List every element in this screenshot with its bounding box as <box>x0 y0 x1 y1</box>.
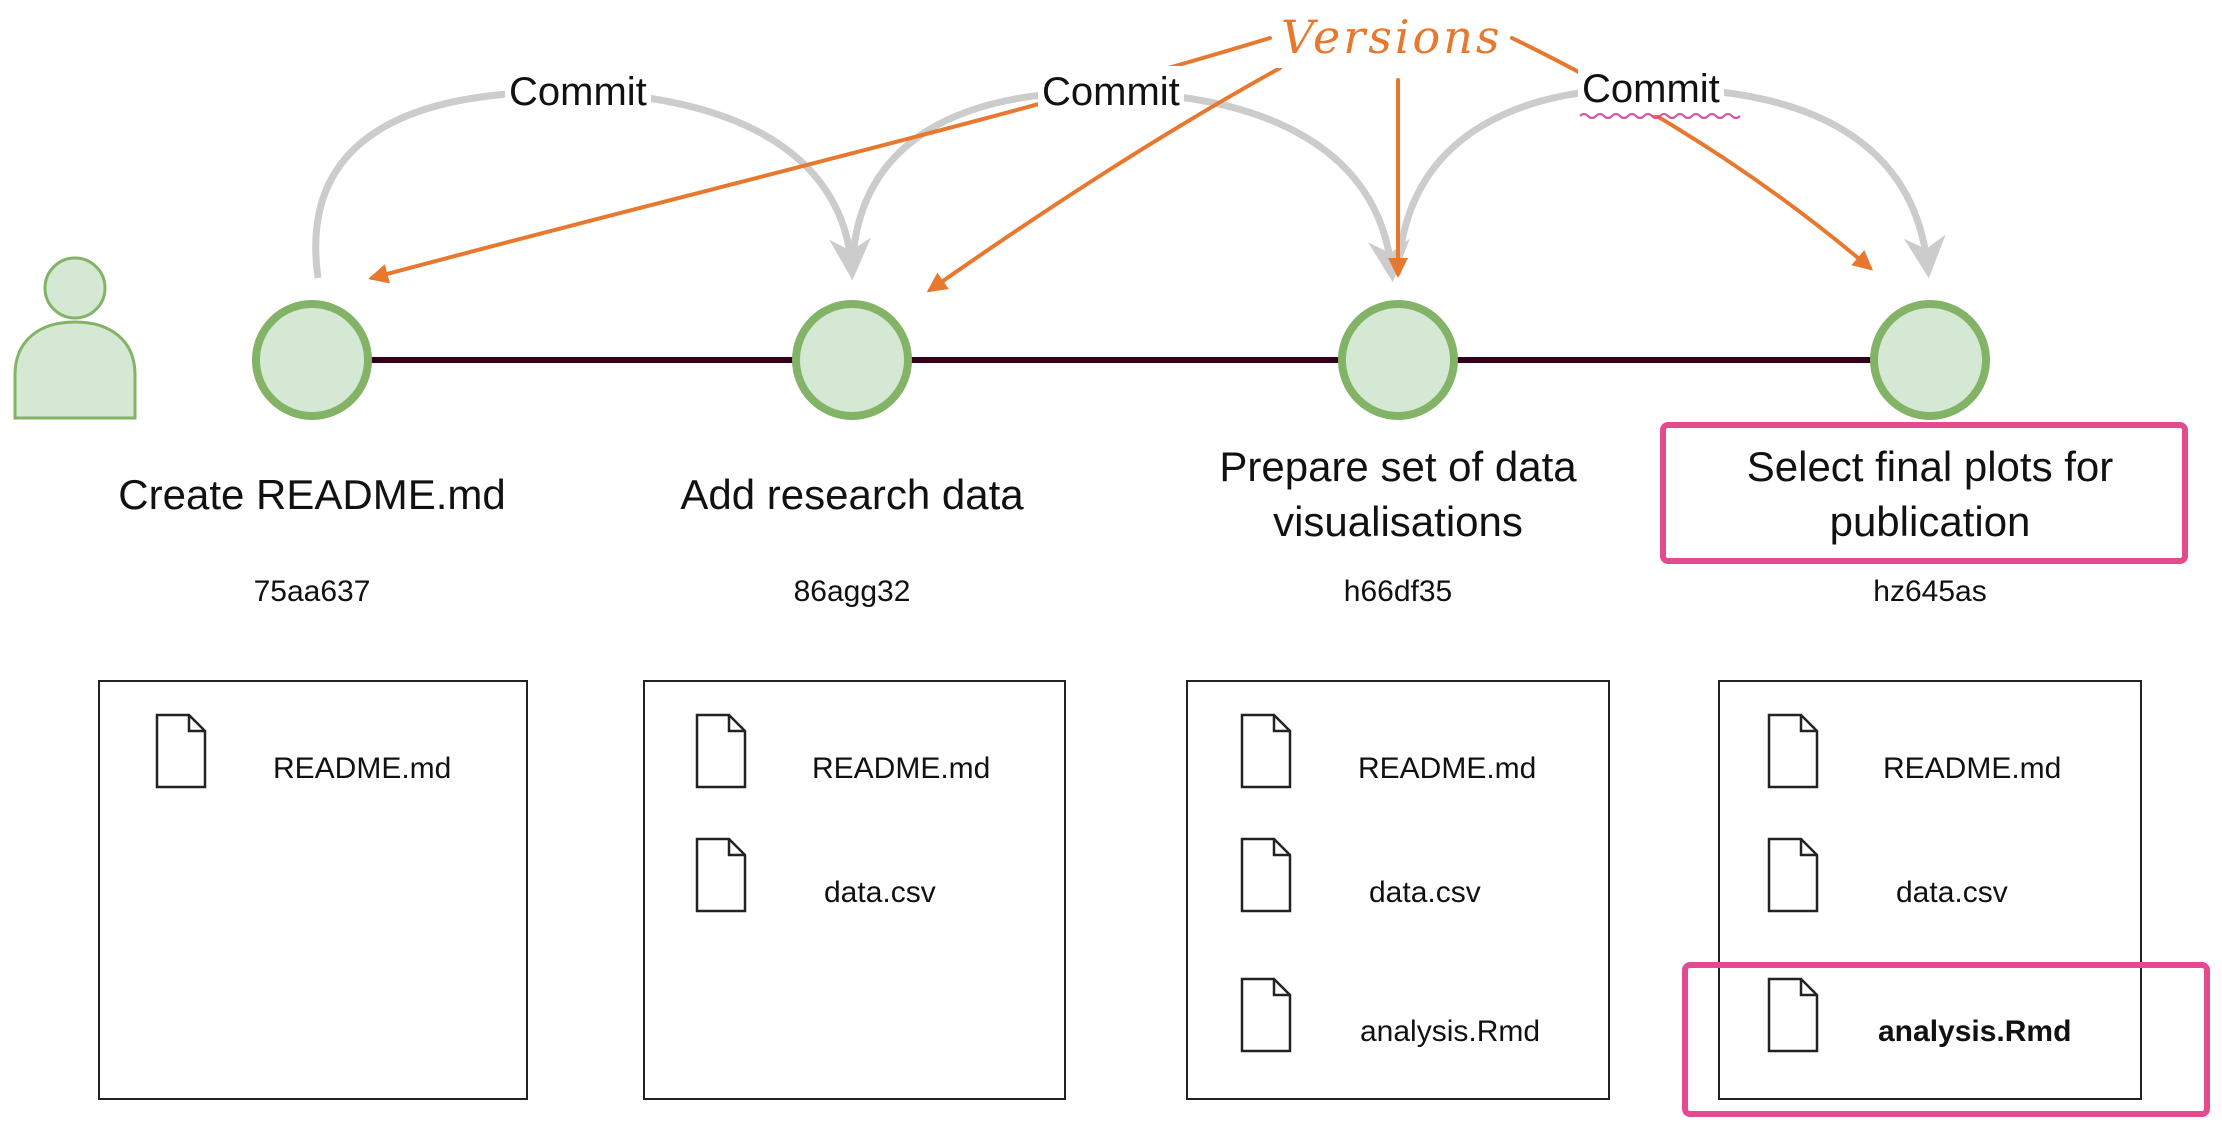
file-name: data.csv <box>1369 876 1481 909</box>
file-icon <box>1767 713 1819 789</box>
file-name: README.md <box>1883 752 2062 785</box>
commit-arrow <box>848 88 1410 283</box>
file-name: README.md <box>273 752 452 785</box>
versions-arrow <box>926 66 1282 293</box>
file-icon <box>1767 837 1819 913</box>
user-head <box>43 256 107 320</box>
file-name: data.csv <box>824 876 936 909</box>
versions-arrow <box>1510 36 1874 271</box>
commit-hash: h66df35 <box>1343 575 1453 608</box>
commit-node <box>792 300 912 420</box>
file-icon <box>1240 713 1292 789</box>
file-name: data.csv <box>1896 876 2008 909</box>
spellcheck-underline <box>1579 113 1741 119</box>
commit-hash: 75aa637 <box>253 575 371 608</box>
file-name-changed: analysis.Rmd <box>1878 1015 2072 1048</box>
file-icon <box>1767 977 1819 1053</box>
commit-hash: hz645as <box>1873 575 1987 608</box>
commit-node <box>1338 300 1458 420</box>
file-icon <box>1240 837 1292 913</box>
commit-message: Add research data <box>680 471 1024 518</box>
commit-message: Select final plots for publication <box>1746 443 2114 545</box>
user-body <box>13 320 137 420</box>
file-icon <box>155 713 207 789</box>
user-icon <box>13 256 137 420</box>
file-name: README.md <box>1358 752 1537 785</box>
commit-message: Create README.md <box>118 471 506 518</box>
commit-message: Prepare set of data visualisations <box>1219 443 1577 545</box>
commit-arrow-label: Commit <box>505 66 651 118</box>
file-icon <box>695 713 747 789</box>
file-icon <box>1240 977 1292 1053</box>
commit-arrow <box>312 88 872 281</box>
file-icon <box>695 837 747 913</box>
commit-arrow-label: Commit <box>1578 63 1724 115</box>
changed-file-highlight <box>1682 962 2210 1117</box>
file-name: analysis.Rmd <box>1360 1015 1541 1048</box>
commit-node <box>252 300 372 420</box>
commit-message-highlight <box>1660 422 2188 564</box>
commit-arrow-label: Commit <box>1038 66 1184 118</box>
commit-node <box>1870 300 1990 420</box>
commit-hash: 86agg32 <box>793 575 911 608</box>
file-name: README.md <box>812 752 991 785</box>
versions-label: Versions <box>1275 8 1509 68</box>
